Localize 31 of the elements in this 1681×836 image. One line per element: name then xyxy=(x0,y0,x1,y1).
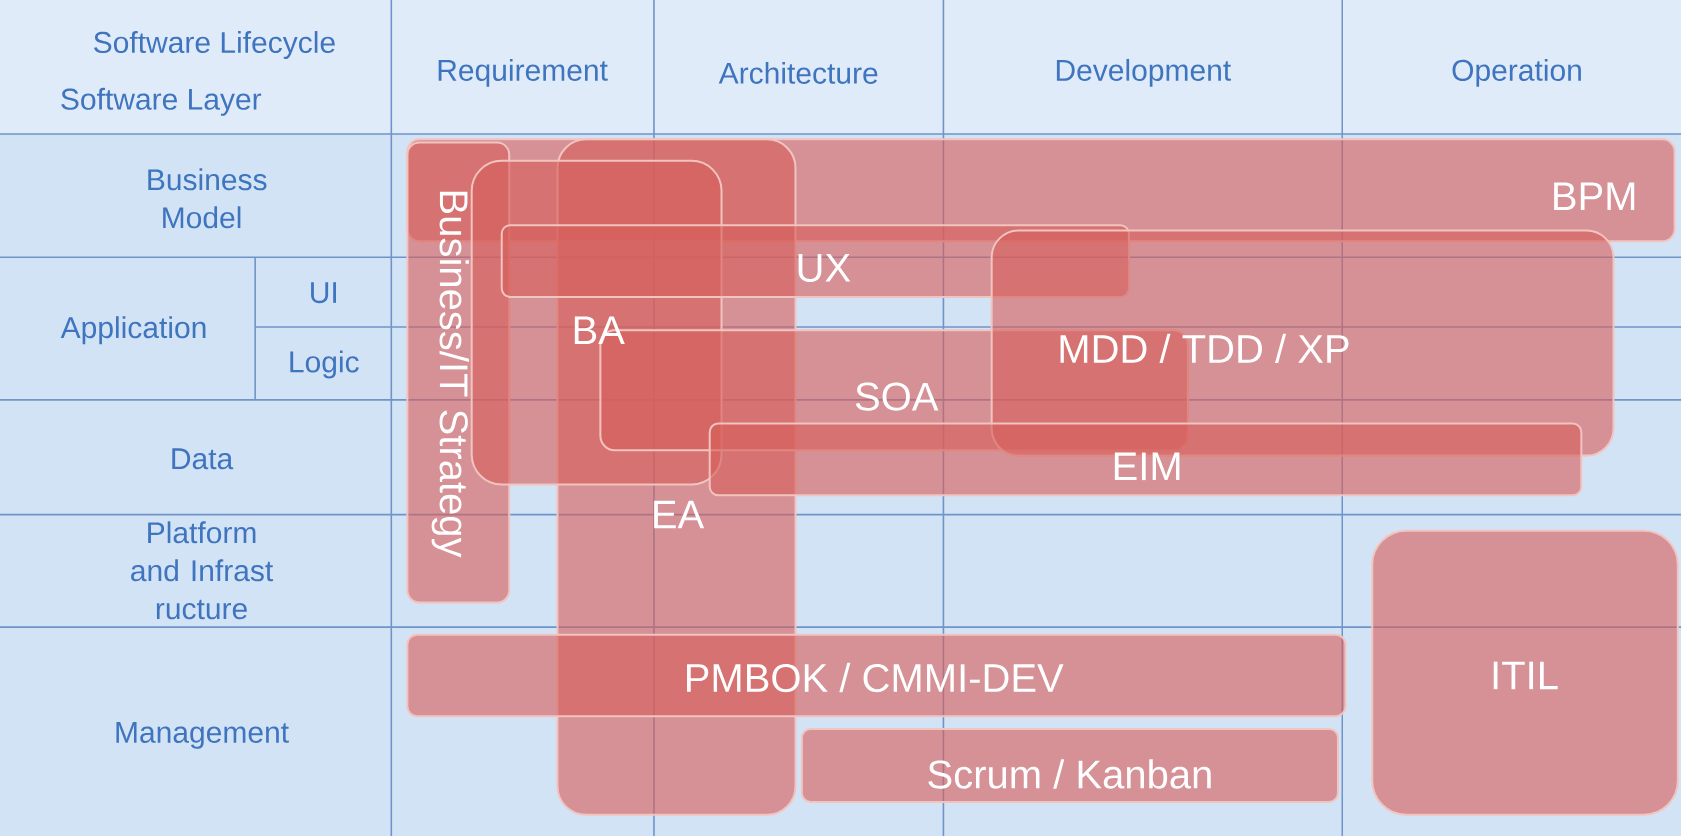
table-header: Development xyxy=(1056,58,1231,87)
framework-box xyxy=(406,633,1347,718)
box-label: PMBOK / CMMI-DEV xyxy=(687,662,1064,693)
table-header: Application xyxy=(60,316,206,345)
framework-box xyxy=(500,224,1130,298)
box-label: SOA xyxy=(855,382,939,411)
box-label: MDD / TDD / XP xyxy=(1060,333,1349,363)
box-label: EA xyxy=(654,500,705,529)
box-label: Scrum / Kanban xyxy=(928,759,1211,789)
table-header: UI xyxy=(311,282,336,304)
framework-box xyxy=(708,422,1583,497)
table-header: Requirement xyxy=(438,58,608,87)
framework-box xyxy=(1371,529,1679,816)
box-label: BA xyxy=(574,316,625,344)
box-label: BPM xyxy=(1554,182,1635,210)
framework-box xyxy=(406,141,511,604)
framework-box xyxy=(470,159,723,486)
table-header: Platform and Infrast ructure xyxy=(131,521,274,620)
framework-box xyxy=(800,727,1339,803)
table-header: Software Layer xyxy=(61,87,262,116)
table-header: Operation xyxy=(1452,58,1581,87)
table-header: Business Model xyxy=(148,168,267,229)
box-label: ITIL xyxy=(1493,661,1558,690)
box-label: EIM xyxy=(1114,452,1180,480)
box-label: UX xyxy=(798,253,851,282)
table-header: Data xyxy=(172,448,234,470)
table-header: Architecture xyxy=(718,61,878,84)
table-header: Logic xyxy=(290,350,359,379)
table-header: Management xyxy=(116,721,289,749)
table-header: Software Lifecycle xyxy=(94,30,335,59)
box-label: Business/IT Strategy xyxy=(431,191,469,558)
